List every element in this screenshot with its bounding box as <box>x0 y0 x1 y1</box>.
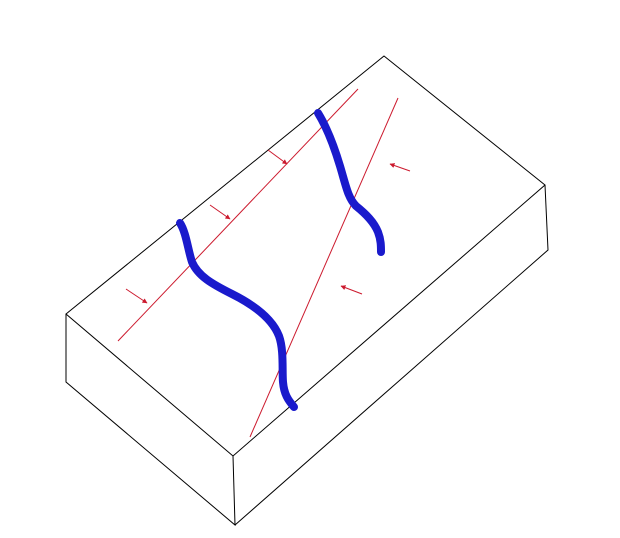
river-right <box>314 109 385 256</box>
block <box>65 55 549 527</box>
arrow-2 <box>209 204 231 220</box>
river-left <box>176 219 298 411</box>
fault-line-1 <box>117 88 359 342</box>
block-front-edges <box>65 314 236 527</box>
block-right-edges <box>234 184 549 526</box>
arrow-1 <box>125 288 148 304</box>
fault-lines <box>117 88 399 438</box>
fault-line-2 <box>249 97 399 438</box>
arrow-3 <box>267 149 288 165</box>
arrow-4 <box>389 163 411 172</box>
arrows <box>125 149 411 304</box>
block-top-face <box>65 55 546 457</box>
arrow-5 <box>340 285 363 295</box>
rivers <box>176 109 385 411</box>
